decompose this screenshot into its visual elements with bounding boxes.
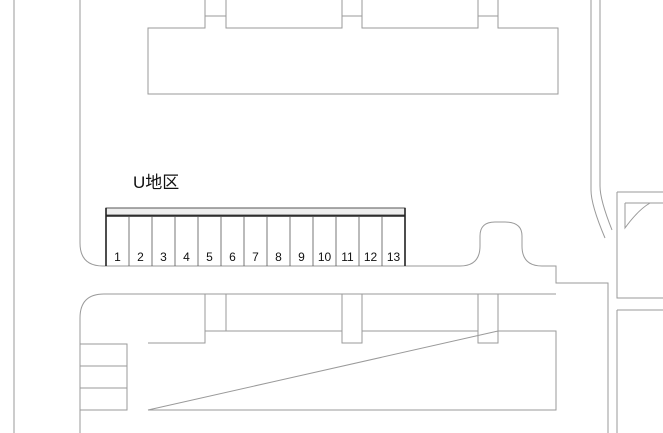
parking-space-9: 9	[298, 250, 305, 264]
building-right-upper	[616, 191, 663, 299]
space-dividers	[128, 216, 383, 266]
road-lower-edge	[79, 293, 556, 433]
building-bottom	[147, 293, 557, 411]
parking-space-8: 8	[275, 250, 282, 264]
parking-space-3: 3	[160, 250, 167, 264]
building-top	[147, 15, 559, 95]
parking-space-4: 4	[183, 250, 190, 264]
parking-space-1: 1	[114, 250, 121, 264]
road-upper-edge	[79, 0, 609, 433]
parking-space-11: 11	[341, 250, 354, 264]
building-right-lower	[616, 309, 663, 433]
parking-space-13: 13	[387, 250, 401, 264]
stairs	[79, 343, 128, 433]
building-top-annex	[204, 0, 499, 16]
parking-space-10: 10	[318, 250, 332, 264]
parking-space-2: 2	[137, 250, 144, 264]
area-label: U地区	[133, 173, 180, 192]
parking-space-7: 7	[252, 250, 259, 264]
parking-space-12: 12	[364, 250, 378, 264]
parking-space-5: 5	[206, 250, 213, 264]
parking-canopy	[105, 207, 406, 216]
parking-space-6: 6	[229, 250, 236, 264]
road-right-edge	[590, 0, 613, 239]
